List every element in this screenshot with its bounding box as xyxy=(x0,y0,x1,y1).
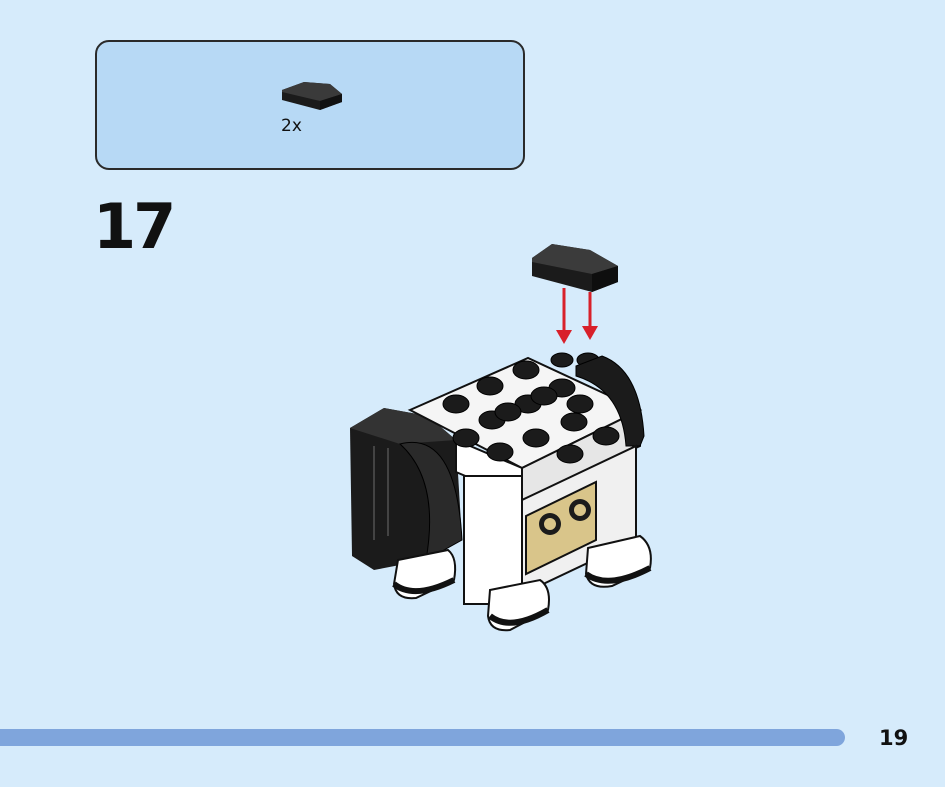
white-feet xyxy=(392,534,652,632)
curved-slope-brick-icon xyxy=(282,82,342,110)
progress-bar xyxy=(0,729,845,746)
black-side-panel xyxy=(350,408,463,570)
step-number: 17 xyxy=(93,190,176,263)
build-step-illustration xyxy=(350,244,652,632)
falling-curved-slope-brick xyxy=(532,244,618,292)
white-body-front xyxy=(463,444,637,605)
black-ear-right xyxy=(575,355,645,447)
page-number: 19 xyxy=(879,726,909,750)
insertion-arrows-icon xyxy=(556,288,598,344)
parts-callout-box: 2x xyxy=(95,40,525,170)
part-quantity: 2x xyxy=(281,116,302,136)
studs xyxy=(442,352,620,464)
